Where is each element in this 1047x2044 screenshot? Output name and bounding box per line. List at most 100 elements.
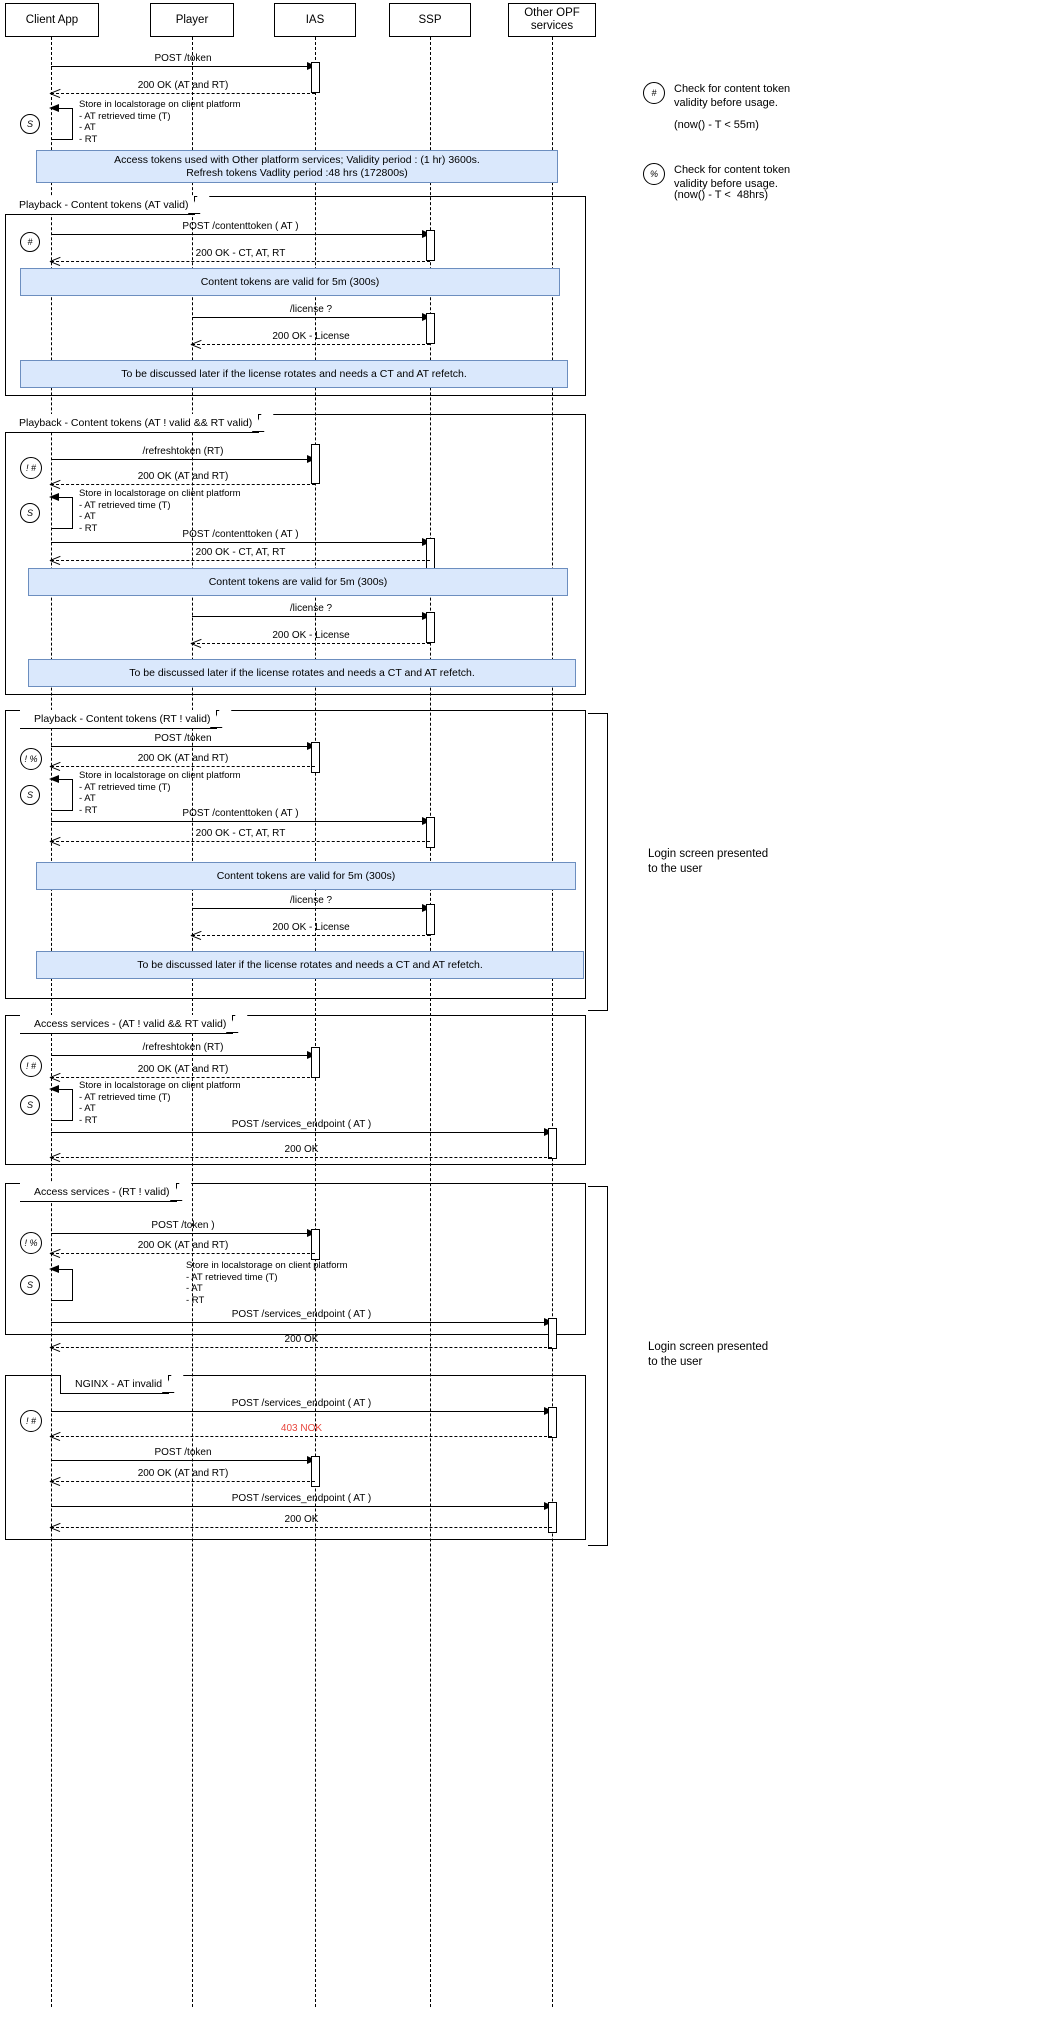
fragment-playback-rt-invalid xyxy=(5,710,586,999)
activation-ssp-1 xyxy=(426,230,435,261)
fragment-label-1: Playback - Content tokens (AT ! valid &&… xyxy=(5,414,260,433)
marker-symbol: ! % xyxy=(24,1238,38,1248)
participant-ssp[interactable]: SSP xyxy=(389,3,471,37)
message-label: 200 OK (AT and RT) xyxy=(137,753,229,764)
message-line xyxy=(51,459,315,460)
arrow-head-left-icon xyxy=(49,492,59,501)
message-label: POST /token xyxy=(154,1447,212,1458)
message-line xyxy=(51,560,430,561)
fragment-label-3: Access services - (AT ! valid && RT vali… xyxy=(20,1015,234,1034)
self-message-box xyxy=(51,1089,73,1121)
participant-ias[interactable]: IAS xyxy=(274,3,356,37)
message-label: 200 OK - CT, AT, RT xyxy=(195,828,286,839)
fragment-playback-at-valid xyxy=(5,196,586,396)
participant-client-app[interactable]: Client App xyxy=(5,3,99,37)
marker-symbol: ! % xyxy=(24,754,38,764)
note-text: Access tokens used with Other platform s… xyxy=(114,153,480,179)
fragment-access-services-rt-invalid xyxy=(5,1183,586,1335)
note-text: Content tokens are valid for 5m (300s) xyxy=(208,575,388,588)
fragment-nginx-at-invalid xyxy=(5,1375,586,1540)
message-line xyxy=(51,484,315,485)
note-content-tokens-1: Content tokens are valid for 5m (300s) xyxy=(20,268,560,296)
marker-bang-hash-6: ! # xyxy=(20,1410,42,1432)
note-license-rotate-3: To be discussed later if the license rot… xyxy=(36,951,584,979)
activation-other-opf-5 xyxy=(548,1318,557,1349)
marker-hash-1: # xyxy=(20,232,40,252)
fragment-label-2: Playback - Content tokens (RT ! valid) xyxy=(20,710,218,729)
activation-other-opf-6a xyxy=(548,1407,557,1438)
legend-percent-text: Check for content token validity before … xyxy=(674,164,791,190)
message-line xyxy=(192,643,430,644)
message-label: 200 OK (AT and RT) xyxy=(137,1240,229,1251)
message-line xyxy=(192,616,430,617)
legend-hash-formula: (now() - T < 55m) xyxy=(674,119,759,131)
self-message-box xyxy=(51,1269,73,1301)
note-license-rotate-2: To be discussed later if the license rot… xyxy=(28,659,576,687)
legend-percent-icon: % xyxy=(643,163,665,185)
marker-symbol: S xyxy=(26,1100,33,1110)
message-label: POST /token ) xyxy=(151,1220,215,1231)
activation-ssp-license-1 xyxy=(426,313,435,344)
marker-bang-pct-5: ! % xyxy=(20,1232,42,1254)
message-line xyxy=(51,1347,552,1348)
message-line xyxy=(51,542,430,543)
message-line xyxy=(51,1157,552,1158)
message-label: 403 NOK xyxy=(280,1423,323,1434)
message-label: 200 OK - CT, AT, RT xyxy=(195,547,286,558)
message-label: 200 OK - License xyxy=(272,630,350,641)
marker-symbol: ! # xyxy=(25,1416,36,1426)
brace-login-screen-2 xyxy=(588,1186,608,1546)
message-label: 200 OK (AT and RT) xyxy=(137,80,229,91)
activation-ssp-3 xyxy=(426,817,435,848)
activation-other-opf-4 xyxy=(548,1128,557,1159)
marker-bang-hash-2: ! # xyxy=(20,457,42,479)
message-line xyxy=(51,1132,552,1133)
fragment-access-services-at-invalid xyxy=(5,1015,586,1165)
fragment-playback-at-invalid-rt-valid xyxy=(5,414,586,695)
marker-symbol: # xyxy=(27,237,33,247)
message-line xyxy=(51,261,430,262)
activation-ias-5 xyxy=(311,1229,320,1260)
message-label: 200 OK xyxy=(284,1514,319,1525)
marker-store-2: S xyxy=(20,503,40,523)
message-line xyxy=(192,935,430,936)
message-line xyxy=(51,1055,315,1056)
marker-symbol: ! # xyxy=(25,1061,36,1071)
marker-store-3: S xyxy=(20,785,40,805)
activation-other-opf-6b xyxy=(548,1502,557,1533)
message-label: 200 OK xyxy=(284,1144,319,1155)
message-label: POST /token xyxy=(154,53,212,64)
participant-label: SSP xyxy=(418,13,442,26)
message-label: 200 OK (AT and RT) xyxy=(137,1064,229,1075)
message-line xyxy=(51,1077,315,1078)
self-message-text: Store in localstorage on client platform… xyxy=(79,488,241,534)
activation-ias-3 xyxy=(311,742,320,773)
message-label: /license ? xyxy=(289,603,333,614)
message-line xyxy=(51,1411,552,1412)
lifeline-other-opf xyxy=(552,37,553,2007)
note-content-tokens-2: Content tokens are valid for 5m (300s) xyxy=(28,568,568,596)
note-text: To be discussed later if the license rot… xyxy=(137,958,483,971)
participant-label: Client App xyxy=(25,13,79,26)
marker-bang-pct-3: ! % xyxy=(20,748,42,770)
activation-ssp-license-2 xyxy=(426,612,435,643)
message-label: 200 OK (AT and RT) xyxy=(137,471,229,482)
legend-percent-formula: (now() - T < 48hrs) xyxy=(674,189,769,201)
message-line xyxy=(51,766,315,767)
note-text: Content tokens are valid for 5m (300s) xyxy=(200,275,380,288)
marker-store-0: S xyxy=(20,114,40,134)
message-label: /license ? xyxy=(289,304,333,315)
participant-player[interactable]: Player xyxy=(150,3,234,37)
message-line xyxy=(51,1506,552,1507)
self-message-text: Store in localstorage on client platform… xyxy=(79,770,241,816)
marker-symbol: S xyxy=(26,119,33,129)
legend-symbol: % xyxy=(649,169,658,179)
message-line xyxy=(51,1527,552,1528)
participant-other-opf-services[interactable]: Other OPF services xyxy=(508,3,596,37)
message-line xyxy=(51,93,315,94)
marker-store-5: S xyxy=(20,1275,40,1295)
message-line xyxy=(51,1322,552,1323)
message-label: POST /services_endpoint ( AT ) xyxy=(231,1398,372,1409)
message-line xyxy=(51,234,430,235)
